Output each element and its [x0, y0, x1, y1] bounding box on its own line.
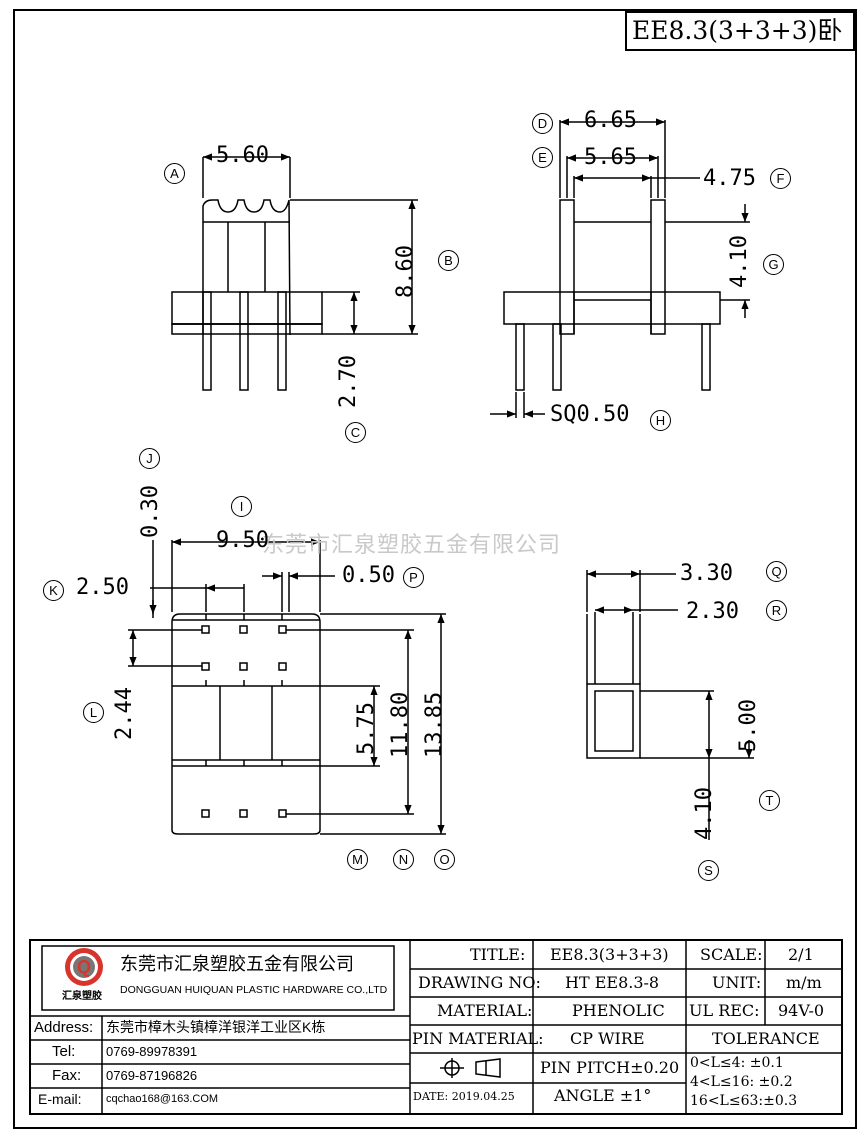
- pin-material-value: CP WIRE: [570, 1029, 645, 1048]
- part-title-box: [625, 11, 855, 51]
- marker-e: E: [532, 147, 553, 168]
- scale-value: 2/1: [788, 945, 814, 964]
- marker-r: R: [766, 600, 787, 621]
- dim-m-height: 5.75: [354, 702, 379, 755]
- part-title: EE8.3(3+3+3)卧: [632, 16, 843, 45]
- dim-l-height: 2.44: [112, 687, 137, 740]
- marker-j: J: [139, 448, 160, 469]
- drawing-border: [13, 9, 857, 1129]
- dim-d-width: 6.65: [584, 108, 637, 133]
- top-view: [128, 538, 446, 835]
- marker-t: T: [759, 790, 780, 811]
- dim-f-width: 4.75: [703, 166, 756, 191]
- marker-i: I: [231, 496, 252, 517]
- marker-p: P: [403, 567, 424, 588]
- marker-n: N: [393, 849, 414, 870]
- marker-f: F: [770, 168, 791, 189]
- marker-c: C: [345, 422, 366, 443]
- marker-k: K: [43, 580, 64, 601]
- material-value: PHENOLIC: [572, 1001, 665, 1020]
- tolerance-row-2: 4<L≤16: ±0.2: [690, 1074, 793, 1090]
- watermark: 东莞市汇泉塑胶五金有限公司: [262, 532, 562, 557]
- angle-tolerance: ANGLE ±1°: [554, 1086, 652, 1105]
- fax-label: Fax:: [52, 1067, 82, 1084]
- company-name-cn: 东莞市汇泉塑胶五金有限公司: [120, 954, 354, 974]
- dim-e-width: 5.65: [584, 145, 637, 170]
- marker-m: M: [347, 849, 368, 870]
- drawing-date: DATE: 2019.04.25: [413, 1090, 515, 1103]
- company-logo: [65, 948, 103, 986]
- dim-k-width: 2.50: [76, 575, 129, 600]
- marker-a: A: [164, 163, 185, 184]
- pin-pitch: PIN PITCH±0.20: [540, 1058, 680, 1077]
- marker-d: D: [532, 113, 553, 134]
- front-view: [171, 153, 418, 391]
- dim-t-height: 5.00: [736, 699, 761, 752]
- material-label: MATERIAL:: [437, 1001, 533, 1020]
- email-label: E-mail:: [38, 1091, 82, 1107]
- dim-s-height: 4.10: [692, 787, 717, 840]
- scale-label: SCALE:: [700, 945, 763, 964]
- unit-value: m/m: [786, 973, 822, 992]
- dim-b-height: 8.60: [393, 245, 418, 298]
- marker-q: Q: [766, 561, 787, 582]
- marker-s: S: [698, 860, 719, 881]
- drawing-no-value: HT EE8.3-8: [565, 973, 660, 992]
- logo-caption: 汇泉塑胶: [62, 991, 102, 1002]
- marker-l: L: [83, 702, 104, 723]
- tolerance-row-1: 0<L≤4: ±0.1: [690, 1055, 784, 1071]
- title-block: [29, 939, 843, 1115]
- address-value: 东莞市樟木头镇樟洋银洋工业区K栋: [106, 1019, 326, 1035]
- tel-value: 0769-89978391: [106, 1044, 198, 1059]
- dim-n-height: 11.80: [388, 691, 413, 758]
- dim-p-width: 0.50: [342, 563, 395, 588]
- marker-o: O: [434, 849, 455, 870]
- tolerance-label: TOLERANCE: [712, 1029, 820, 1048]
- dim-c-pin: 2.70: [336, 355, 361, 408]
- section-view: [586, 570, 754, 840]
- side-view: [490, 118, 750, 418]
- ul-label: UL REC:: [689, 1001, 760, 1020]
- title-label: TITLE:: [470, 945, 526, 964]
- marker-g: G: [763, 254, 784, 275]
- title-value: EE8.3(3+3+3): [550, 945, 669, 964]
- dim-h-pin: SQ0.50: [550, 402, 630, 427]
- address-label: Address:: [34, 1019, 94, 1036]
- ul-value: 94V-0: [778, 1001, 825, 1020]
- dim-q-width: 3.30: [680, 561, 733, 586]
- dim-j-gap: 0.30: [138, 485, 163, 538]
- tel-label: Tel:: [52, 1043, 76, 1060]
- pin-material-label: PIN MATERIAL:: [412, 1029, 544, 1048]
- dim-a-width: 5.60: [216, 143, 269, 168]
- dim-r-width: 2.30: [686, 599, 739, 624]
- logo-letter: Q: [77, 957, 92, 977]
- marker-b: B: [438, 250, 459, 271]
- fax-value: 0769-87196826: [106, 1068, 198, 1083]
- marker-h: H: [650, 410, 671, 431]
- dim-i-width: 9.50: [216, 528, 269, 553]
- company-name-en: DONGGUAN HUIQUAN PLASTIC HARDWARE CO.,LT…: [120, 984, 388, 996]
- dim-g-height: 4.10: [727, 235, 752, 288]
- unit-label: UNIT:: [712, 973, 762, 992]
- drawing-no-label: DRAWING NO:: [418, 973, 541, 992]
- tolerance-row-3: 16<L≤63:±0.3: [690, 1093, 798, 1109]
- dim-o-height: 13.85: [422, 691, 447, 758]
- email-value: cqchao168@163.COM: [106, 1093, 219, 1105]
